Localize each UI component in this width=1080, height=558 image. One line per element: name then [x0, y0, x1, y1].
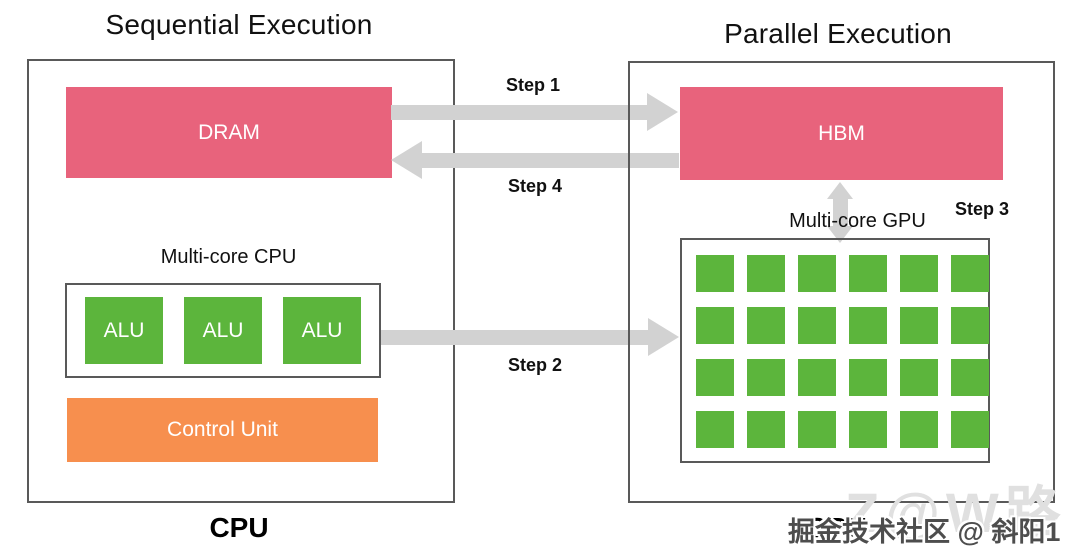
cpu-caption: CPU: [209, 512, 269, 543]
dram-box: DRAM: [66, 87, 392, 178]
watermark-ghost: Z@W路: [845, 481, 1067, 544]
gpu-core: [696, 255, 734, 292]
gpu-core: [900, 359, 938, 396]
gpu-core: [747, 307, 785, 344]
gpu-core: [696, 359, 734, 396]
gpu-core: [747, 411, 785, 448]
multicore-gpu-label: Multi-core GPU: [789, 210, 926, 232]
cpu-outer-box: [27, 59, 455, 503]
gpu-core: [900, 255, 938, 292]
step3-arrow-up-head-icon: [827, 182, 853, 199]
gpu-caption: GPU: [806, 512, 867, 543]
gpu-core: [696, 307, 734, 344]
gpu-core: [798, 359, 836, 396]
gpu-core: [900, 307, 938, 344]
gpu-core: [798, 307, 836, 344]
gpu-core: [849, 255, 887, 292]
gpu-core: [951, 255, 989, 292]
sequential-title: Sequential Execution: [105, 9, 373, 40]
gpu-core: [951, 307, 989, 344]
alu-box: ALU: [283, 297, 361, 364]
step4-arrow-shaft: [422, 153, 679, 168]
gpu-core: [849, 307, 887, 344]
alu-frame: ALU ALU ALU: [65, 283, 381, 378]
gpu-core: [696, 411, 734, 448]
step1-arrow-shaft: [391, 105, 648, 120]
hbm-box: HBM: [680, 87, 1003, 180]
alu-box: ALU: [85, 297, 163, 364]
gpu-core: [849, 411, 887, 448]
gpu-core: [951, 359, 989, 396]
step3-label: Step 3: [954, 199, 1010, 219]
multicore-cpu-label: Multi-core CPU: [160, 246, 297, 268]
step2-arrow-shaft: [381, 330, 648, 345]
step1-label: Step 1: [505, 75, 561, 95]
step1-arrow-head-icon: [647, 93, 678, 131]
step4-arrow-head-icon: [391, 141, 422, 179]
control-unit-box: Control Unit: [67, 398, 378, 462]
step4-label: Step 4: [507, 176, 563, 196]
parallel-title: Parallel Execution: [724, 18, 952, 49]
alu-box: ALU: [184, 297, 262, 364]
watermark-text: 掘金技术社区 @ 斜阳1: [788, 517, 1061, 547]
gpu-outer-box: [628, 61, 1055, 503]
gpu-core: [747, 255, 785, 292]
step2-label: Step 2: [507, 355, 563, 375]
gpu-core: [798, 255, 836, 292]
step2-arrow-head-icon: [648, 318, 679, 356]
gpu-core: [747, 359, 785, 396]
gpu-core: [798, 411, 836, 448]
gpu-core: [900, 411, 938, 448]
gpu-core-grid: [680, 238, 990, 463]
step3-arrow-shaft: [833, 197, 848, 228]
gpu-core: [849, 359, 887, 396]
gpu-core: [951, 411, 989, 448]
